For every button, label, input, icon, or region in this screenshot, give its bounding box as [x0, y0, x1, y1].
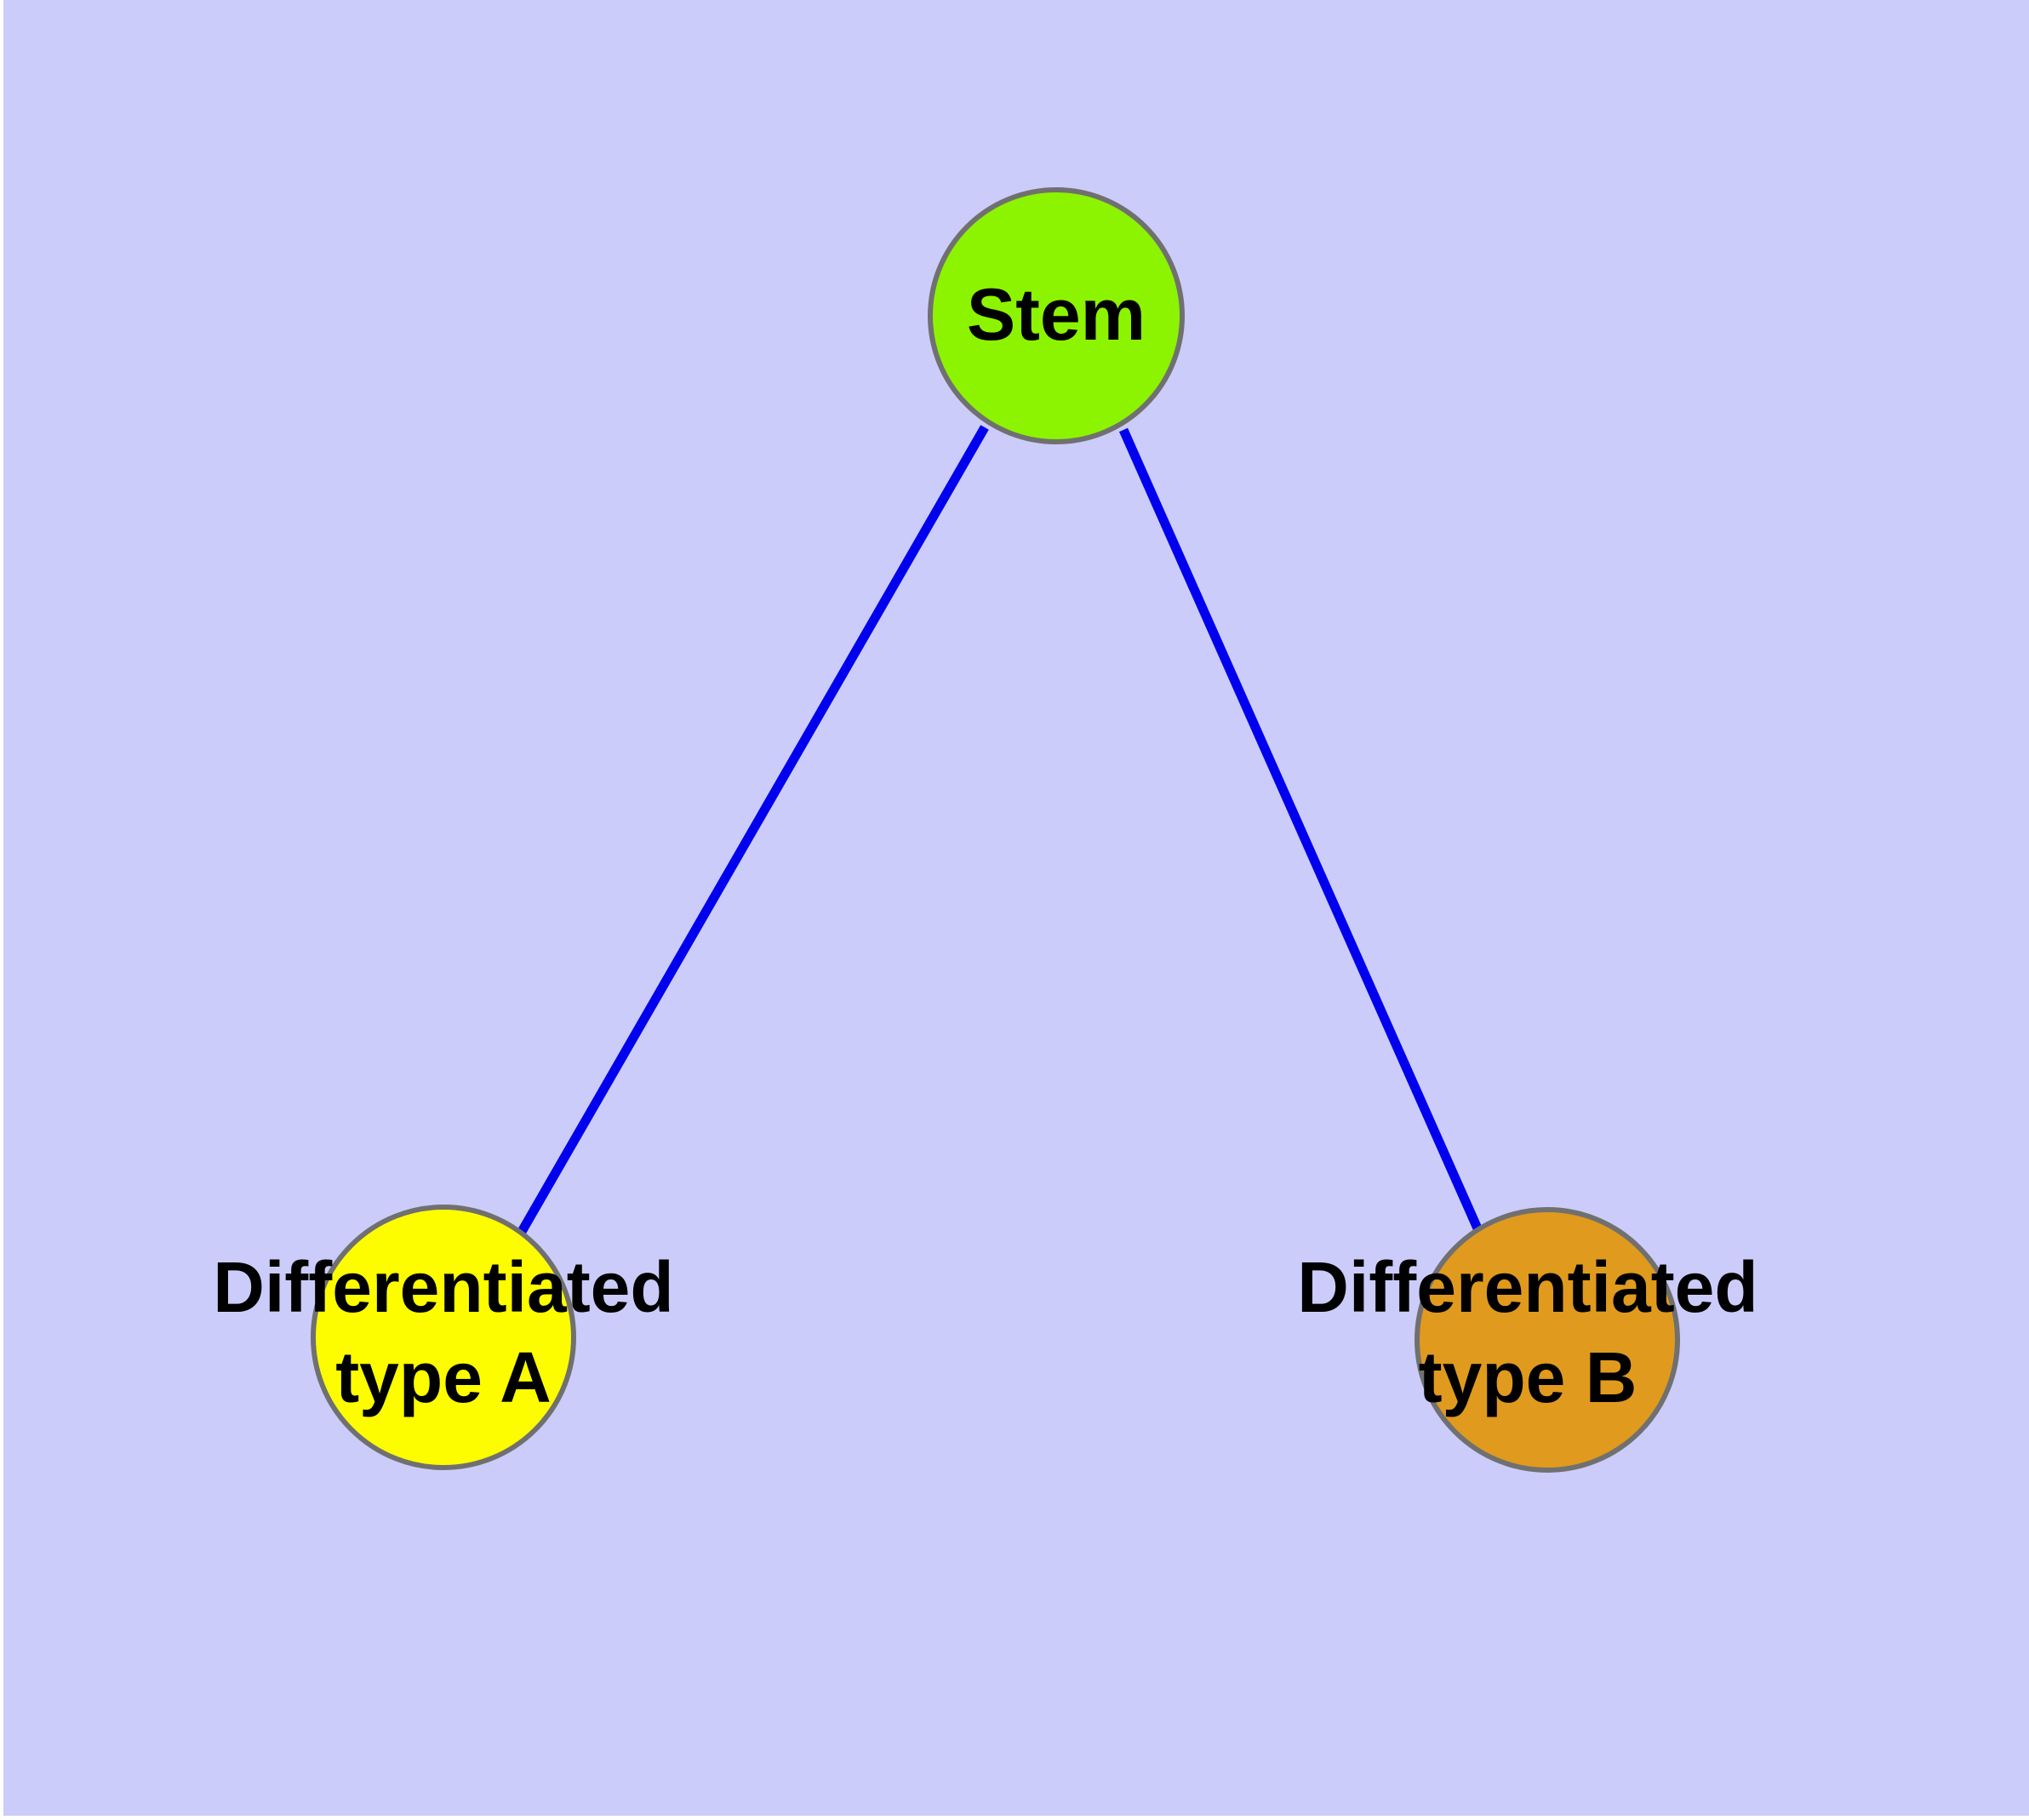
node-stem[interactable] — [928, 187, 1185, 444]
node-differentiated-type-a[interactable] — [311, 1205, 576, 1470]
edge-stem-to-differentiated-type-b — [1118, 427, 1486, 1239]
edge-stem-to-differentiated-type-a — [515, 425, 989, 1239]
canvas-bottom-margin — [0, 1816, 2029, 1820]
node-differentiated-type-b[interactable] — [1415, 1207, 1680, 1473]
canvas-left-margin — [0, 0, 3, 1820]
